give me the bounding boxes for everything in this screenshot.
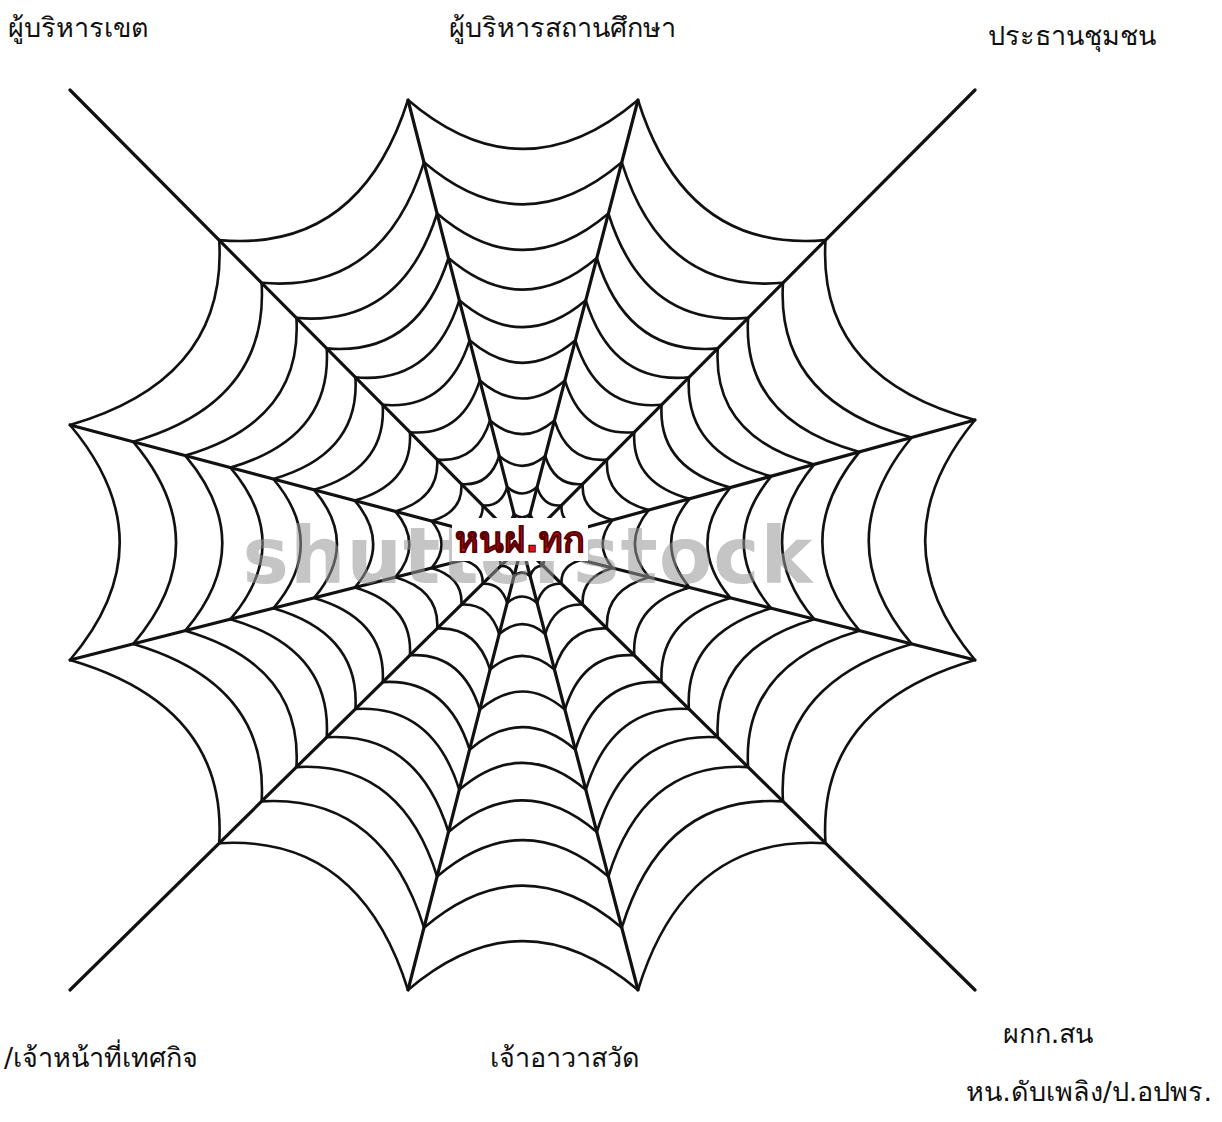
role-label: ผู้บริหารเขต — [8, 12, 149, 44]
role-label: เจ้าอาวาสวัด — [490, 1042, 640, 1074]
web-ring — [70, 100, 975, 990]
web-spoke — [408, 100, 522, 545]
web-ring — [231, 258, 815, 832]
role-label: ผกก.สน — [1003, 1018, 1094, 1050]
role-label: ประธานชุมชน — [988, 20, 1156, 52]
hub-label: หนฝ.ทก — [452, 518, 588, 561]
web-spoke — [522, 90, 975, 545]
role-label: หน.ดับเพลิง/ป.อปพร. — [966, 1076, 1212, 1108]
web-spoke — [70, 545, 522, 990]
web-spoke — [522, 545, 975, 990]
web-ring — [185, 214, 859, 877]
web-rings — [70, 100, 975, 990]
web-spoke — [408, 545, 522, 990]
web-ring — [432, 456, 613, 634]
role-label: /เจ้าหน้าที่เทศกิจ — [4, 1042, 198, 1074]
role-label: ผู้บริหารสถานศึกษา — [449, 12, 676, 44]
web-spoke — [522, 545, 638, 990]
web-ring — [133, 162, 911, 927]
web-spoke — [522, 100, 638, 545]
web-spokes — [70, 90, 975, 990]
